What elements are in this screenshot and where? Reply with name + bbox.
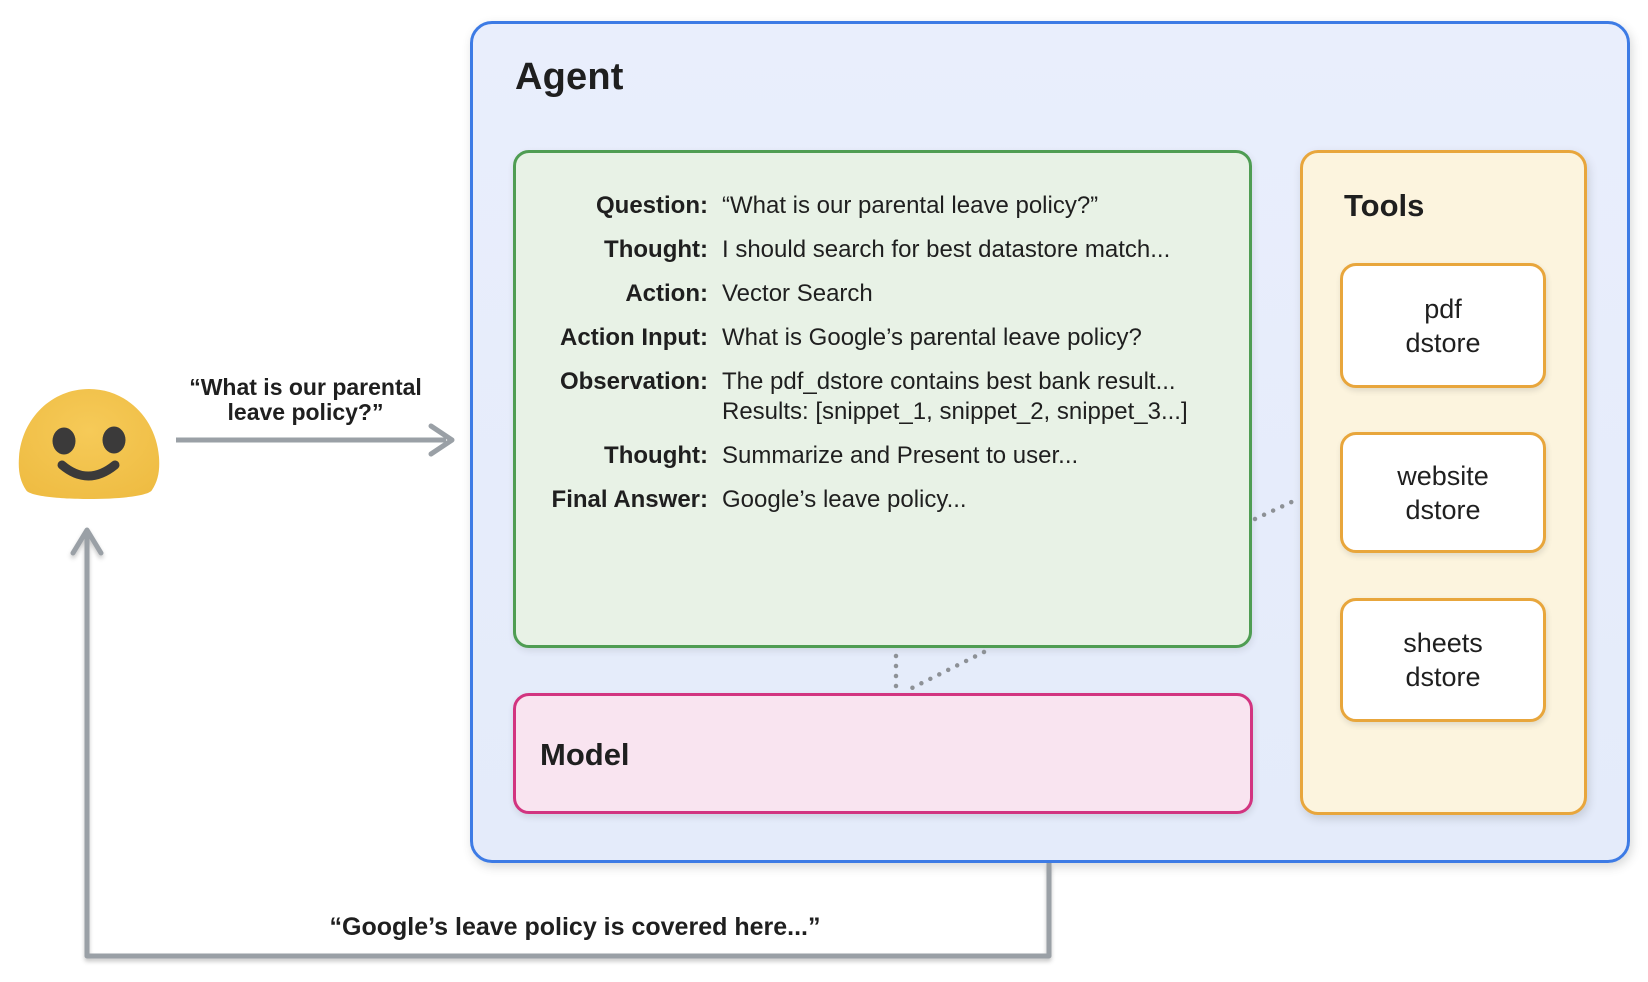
query-arrow [176,423,455,457]
scratchpad-row: Thought: I should search for best datast… [516,235,1231,265]
emoji-face [18,389,160,499]
tool-label-line2: dstore [1405,327,1481,358]
emoji-smile [57,460,120,481]
row-value: The pdf_dstore contains best bank result… [708,367,1231,427]
tools-title: Tools [1344,188,1425,223]
row-value: I should search for best datastore match… [722,236,1171,263]
row-label: Action Input: [560,324,708,351]
agent-title: Agent [515,56,624,98]
row-label: Question: [596,192,708,219]
row-label: Final Answer: [551,486,708,513]
row-value: Vector Search [722,280,873,307]
tool-label-line1: sheets [1403,628,1483,658]
row-value: What is Google’s parental leave policy? [722,324,1142,351]
user-query-line1: “What is our parental [189,374,422,400]
emoji-right-eye [102,426,126,454]
row-label: Action: [625,280,708,307]
tool-label-line2: dstore [1405,494,1481,525]
row-value-line2: Results: [snippet_1, snippet_2, snippet_… [722,398,1188,425]
tool-sheets-dstore: sheets dstore [1340,598,1546,722]
row-label: Thought: [604,442,708,469]
tool-label-line1: website [1397,460,1489,491]
row-label: Thought: [604,236,708,263]
scratchpad-row: Action Input: What is Google’s parental … [516,323,1231,353]
row-value: Summarize and Present to user... [722,442,1079,469]
row-value-line1: The pdf_dstore contains best bank result… [722,368,1176,395]
user-emoji-icon [18,389,160,499]
scratchpad-row: Observation: The pdf_dstore contains bes… [516,367,1231,427]
user-query-label: “What is our parental leave policy?” [168,375,443,425]
model-title: Model [540,737,630,772]
tool-pdf-dstore: pdf dstore [1340,263,1546,388]
user-query-line2: leave policy?” [227,399,384,425]
scratchpad-row: Thought: Summarize and Present to user..… [516,441,1231,471]
tool-label-line1: pdf [1424,293,1462,324]
scratchpad-panel: Question: “What is our parental leave po… [513,150,1252,648]
tool-label-line2: dstore [1405,662,1481,692]
row-value: Google’s leave policy... [722,486,967,513]
scratchpad-row: Final Answer: Google’s leave policy... [516,485,1231,515]
row-value: “What is our parental leave policy?” [722,192,1099,219]
scratchpad-row: Action: Vector Search [516,279,1231,309]
emoji-left-eye [52,427,76,455]
tool-website-dstore: website dstore [1340,432,1546,553]
scratchpad-row: Question: “What is our parental leave po… [516,191,1231,221]
row-label: Observation: [559,368,708,395]
agent-response-label: “Google’s leave policy is covered here..… [329,913,821,941]
